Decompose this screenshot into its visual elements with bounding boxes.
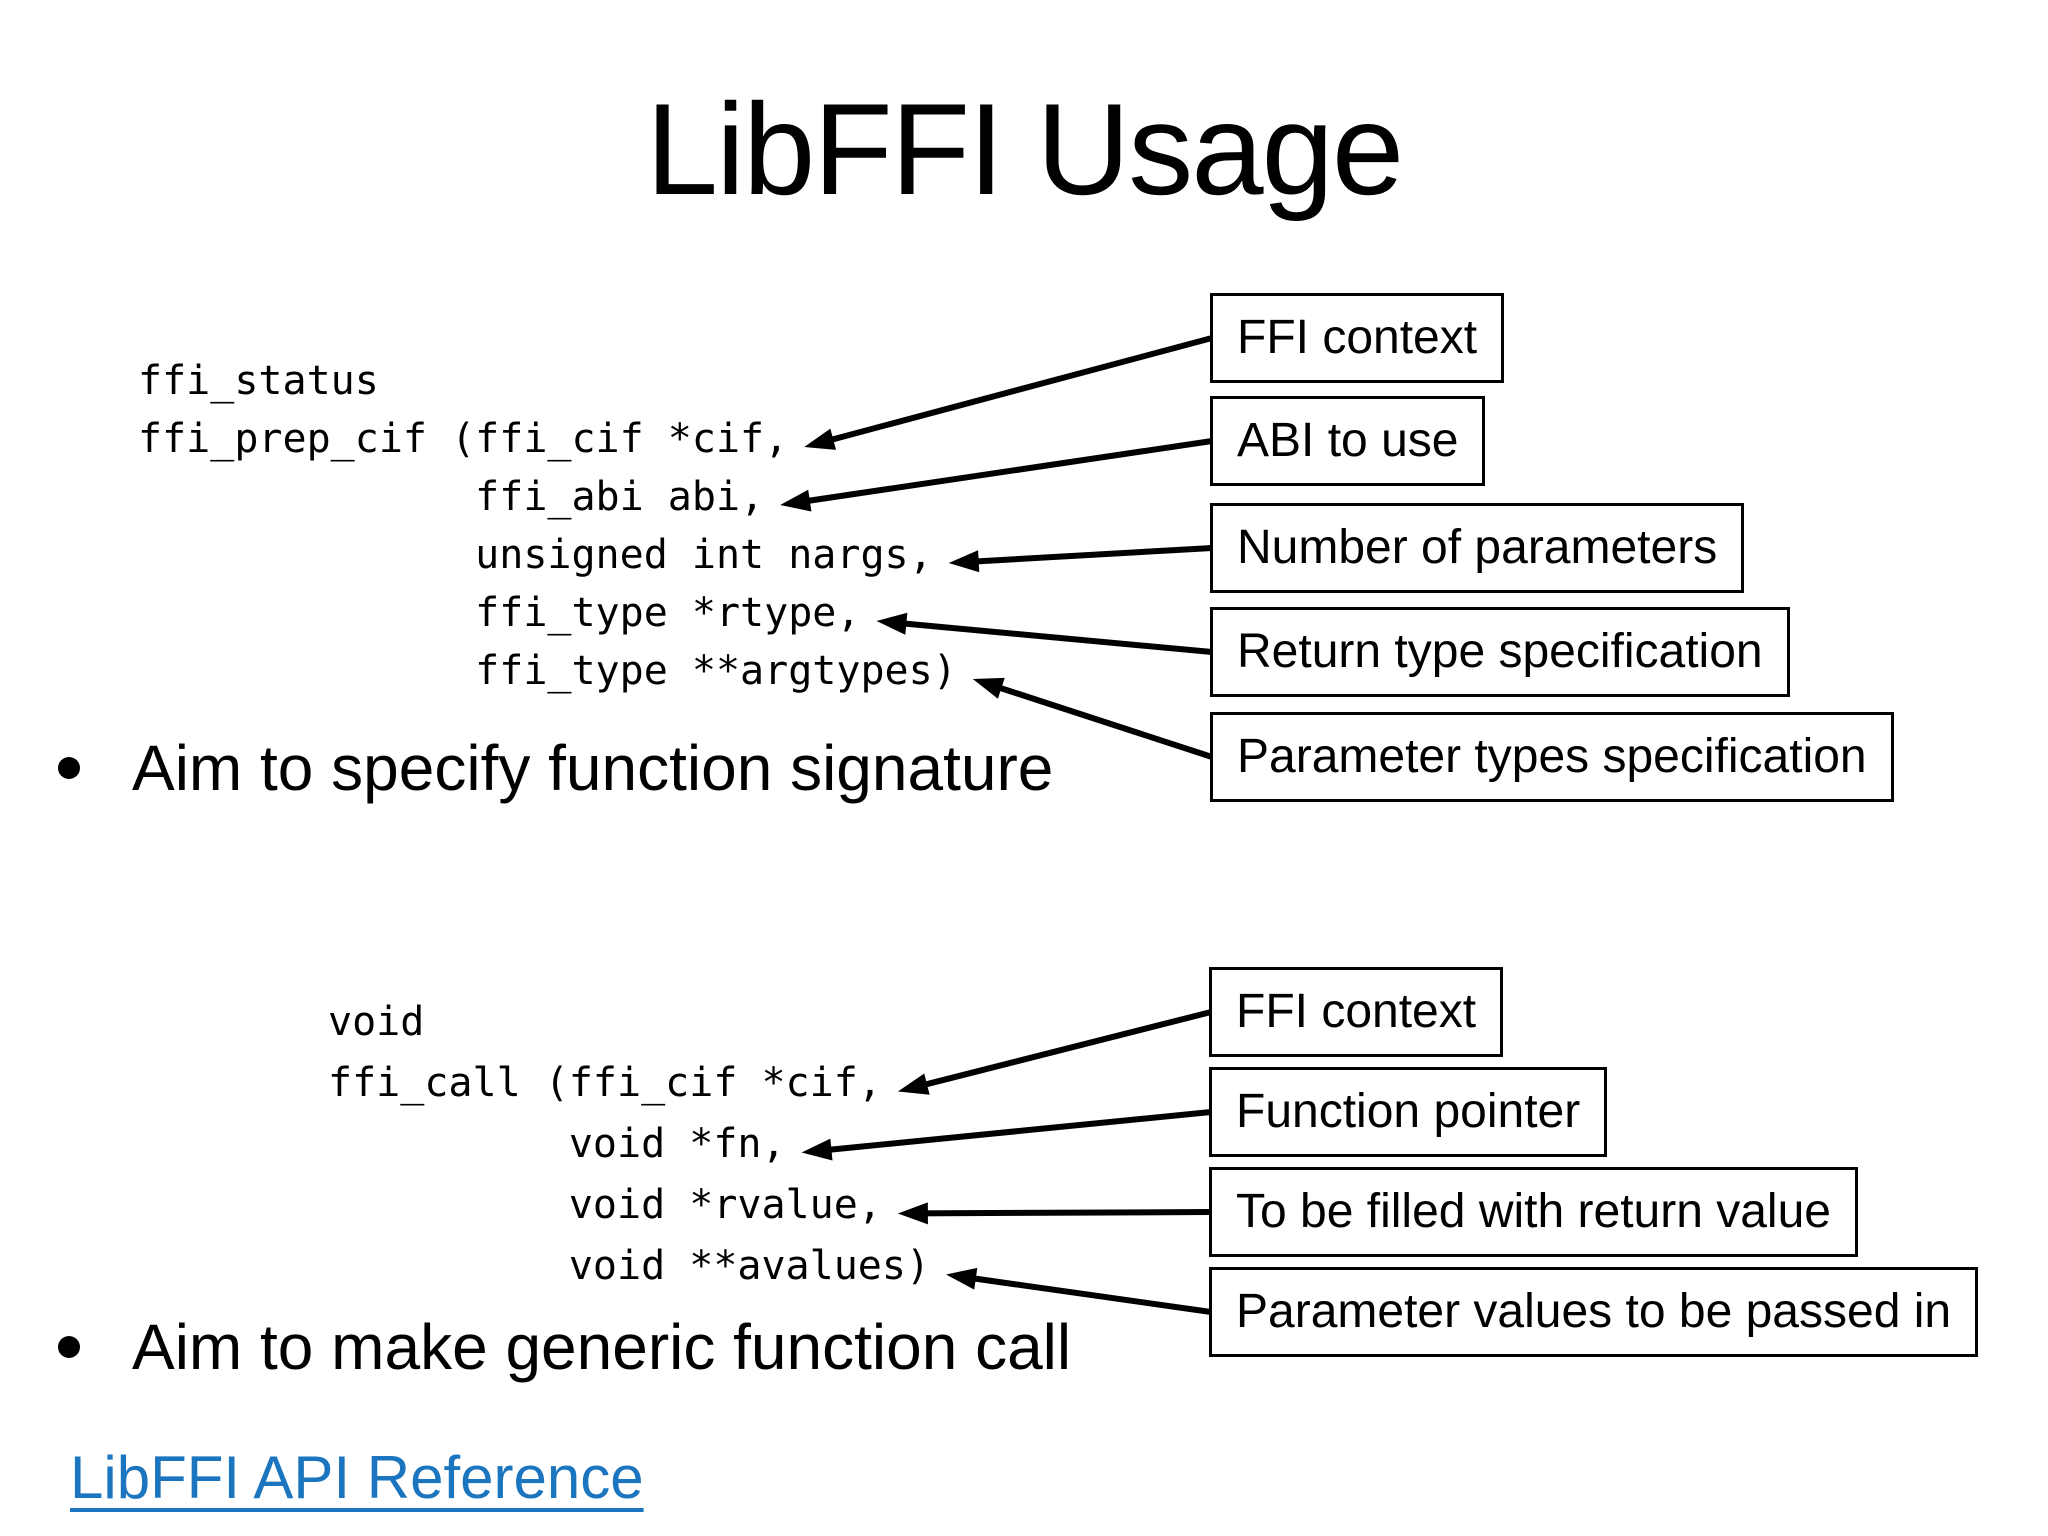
annotation-box: Parameter types specification (1210, 712, 1894, 802)
bullet-text: Aim to make generic function call (132, 1311, 1072, 1383)
code-line: ffi_call (ffi_cif *cif, (328, 1060, 882, 1106)
code-line: void (328, 999, 425, 1045)
annotation-box: Parameter values to be passed in (1209, 1267, 1979, 1357)
code-line: void **avalues) (328, 1243, 931, 1289)
annotation-arrow (897, 1202, 1212, 1225)
annotation-box: ABI to use (1210, 396, 1486, 486)
code-line: void *rvalue, (328, 1182, 882, 1228)
annotation-box: FFI context (1210, 293, 1505, 383)
annotation-box: To be filled with return value (1209, 1167, 1858, 1257)
code-line: ffi_type **argtypes) (138, 648, 957, 694)
code-block-ffi-call: void ffi_call (ffi_cif *cif, void *fn, vo… (328, 992, 930, 1297)
annotation-box: FFI context (1209, 967, 1504, 1057)
annotation-arrow (946, 1267, 1212, 1315)
bullet-item: Aim to specify function signature (58, 733, 1053, 803)
code-line: ffi_status (138, 358, 379, 404)
annotation-arrow (948, 545, 1213, 573)
code-line: ffi_abi abi, (138, 474, 765, 520)
code-line: unsigned int nargs, (138, 532, 933, 578)
bullet-dot (58, 757, 80, 779)
libffi-api-reference-link[interactable]: LibFFI API Reference (70, 1444, 644, 1511)
bullet-dot (58, 1336, 80, 1358)
annotation-box: Number of parameters (1210, 503, 1745, 593)
code-line: void *fn, (328, 1121, 786, 1167)
annotation-arrow (897, 1009, 1212, 1095)
annotation-box: Return type specification (1210, 607, 1790, 697)
code-line: ffi_prep_cif (ffi_cif *cif, (138, 416, 789, 462)
bullet-item: Aim to make generic function call (58, 1312, 1071, 1382)
code-block-ffi-prep-cif: ffi_status ffi_prep_cif (ffi_cif *cif, ff… (138, 352, 957, 700)
code-line: ffi_type *rtype, (138, 590, 861, 636)
page-title: LibFFI Usage (645, 76, 1404, 222)
bullet-text: Aim to specify function signature (132, 732, 1054, 804)
annotation-box: Function pointer (1209, 1067, 1608, 1157)
